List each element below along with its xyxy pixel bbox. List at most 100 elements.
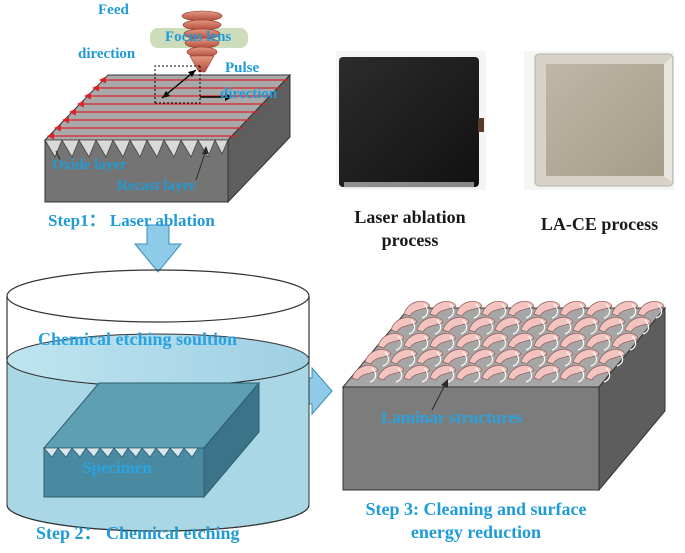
laminar-curl xyxy=(525,367,533,383)
laminar-curl xyxy=(629,303,637,319)
laminar-curl xyxy=(603,303,611,319)
laminar-lamella xyxy=(390,348,418,365)
laminar-lamella xyxy=(507,300,535,317)
focus-lens-label: Focus lens xyxy=(165,29,232,45)
pulse-direction-label-line1: Pulse xyxy=(225,60,260,76)
laminar-curl xyxy=(447,335,455,351)
step3-title-line1: Step 3: Cleaning and surface xyxy=(365,499,587,519)
laminar-lamella xyxy=(442,316,470,333)
laminar-curl xyxy=(616,319,624,335)
laminar-curl xyxy=(538,319,546,335)
step3-block-front xyxy=(342,386,600,491)
recast-layer-label: Recast layer xyxy=(117,178,196,194)
laminar-structures-label: Laminar structures xyxy=(381,408,523,427)
step3-block-side xyxy=(598,306,666,492)
laminar-lamella xyxy=(559,332,587,349)
laminar-lamella xyxy=(572,348,600,365)
laminar-pointer xyxy=(431,382,447,411)
laminar-curl xyxy=(616,351,624,367)
laminar-lamella xyxy=(455,332,483,349)
down-arrow xyxy=(133,224,183,273)
laminar-lamella xyxy=(429,300,457,317)
laminar-curl xyxy=(655,303,663,319)
laminar-lamella xyxy=(442,348,470,365)
laminar-lamella xyxy=(624,316,652,333)
laminar-lamella xyxy=(377,332,405,349)
laminar-lamella xyxy=(429,364,457,381)
laminar-curl xyxy=(512,351,520,367)
pulse-direction-label-line2: direction xyxy=(220,86,278,102)
laminar-lamella xyxy=(611,332,639,349)
laminar-lamella xyxy=(546,348,574,365)
laminar-lamella xyxy=(481,332,509,349)
laminar-lamella xyxy=(403,300,431,317)
laminar-lamella xyxy=(585,332,613,349)
laminar-lamella xyxy=(598,348,626,365)
laminar-curl xyxy=(395,335,403,351)
laminar-lamella xyxy=(546,316,574,333)
laminar-curl xyxy=(603,367,611,383)
laminar-lamella xyxy=(611,300,639,317)
photo-left-caption-line1: Laser ablation xyxy=(354,207,466,227)
feed-direction-label-line2: direction xyxy=(78,46,136,62)
laminar-curl xyxy=(460,351,468,367)
specimen-side xyxy=(203,381,260,499)
laminar-lamella xyxy=(507,364,535,381)
laminar-lamella xyxy=(468,316,496,333)
laminar-lamella xyxy=(403,332,431,349)
laminar-lamella xyxy=(377,364,405,381)
laminar-lamella xyxy=(520,348,548,365)
laminar-lamella xyxy=(364,348,392,365)
laminar-lamella xyxy=(481,300,509,317)
laminar-curl xyxy=(434,351,442,367)
laminar-curl xyxy=(551,303,559,319)
laminar-lamella xyxy=(494,348,522,365)
etching-solution-label: Chemical etching soultion xyxy=(38,329,238,349)
step1-block xyxy=(43,73,292,204)
laminar-lamella xyxy=(455,364,483,381)
laminar-curl xyxy=(473,335,481,351)
laminar-lamella xyxy=(416,316,444,333)
laminar-lamella xyxy=(416,348,444,365)
step1-title: Step1： Laser ablation xyxy=(48,211,215,230)
laminar-lamella xyxy=(559,300,587,317)
laminar-lamella xyxy=(637,300,665,317)
laminar-lamella xyxy=(520,316,548,333)
laminar-curl xyxy=(512,319,520,335)
laminar-curl xyxy=(603,335,611,351)
laminar-curl xyxy=(499,367,507,383)
laminar-lamella xyxy=(585,364,613,381)
laminar-curl xyxy=(525,303,533,319)
laminar-curl xyxy=(395,367,403,383)
laminar-curl xyxy=(382,351,390,367)
laminar-curl xyxy=(577,303,585,319)
laminar-curl xyxy=(460,319,468,335)
focus-lens-assembly xyxy=(150,10,248,73)
photo-right-caption: LA-CE process xyxy=(540,214,659,234)
step1-groove-profile xyxy=(44,139,229,158)
laser-scan-lines xyxy=(51,79,288,137)
direction-guides xyxy=(154,65,232,104)
laminar-curl xyxy=(590,351,598,367)
photo-left-caption-line2: process xyxy=(381,230,439,250)
laminar-lamella xyxy=(533,364,561,381)
laminar-lamella xyxy=(351,364,379,381)
laminar-lamella xyxy=(507,332,535,349)
laminar-curl xyxy=(629,335,637,351)
specimen-label: Specimen xyxy=(82,458,152,477)
sample-dark-photo xyxy=(339,57,479,187)
laminar-curl xyxy=(447,367,455,383)
laminar-lamella xyxy=(559,364,587,381)
laminar-curl xyxy=(421,367,429,383)
step3-title-line2: energy reduction xyxy=(410,522,542,542)
laminar-lamella xyxy=(403,364,431,381)
laminar-lamella xyxy=(533,332,561,349)
laminar-structures xyxy=(351,300,665,383)
laminar-curl xyxy=(447,303,455,319)
laminar-curl xyxy=(499,303,507,319)
laminar-curl xyxy=(590,319,598,335)
laminar-curl xyxy=(434,319,442,335)
laminar-lamella xyxy=(390,316,418,333)
laminar-lamella xyxy=(429,332,457,349)
laminar-curl xyxy=(577,367,585,383)
